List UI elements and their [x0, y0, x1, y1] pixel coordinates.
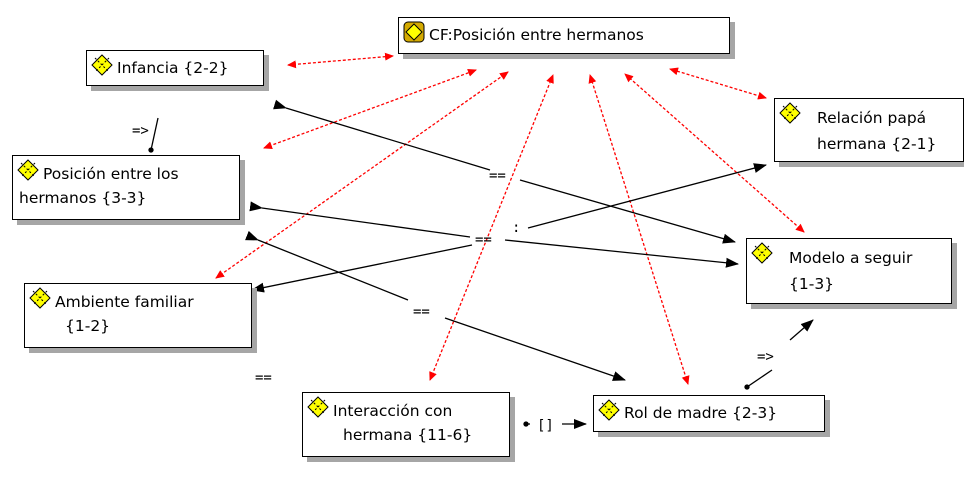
node-modelo-a-seguir[interactable]: Modelo a seguir {1-3}: [746, 238, 952, 304]
relation-edge-rol-modelo-b: [789, 319, 814, 341]
node-label-line1: Posición entre los: [43, 165, 179, 183]
code-node-icon: [751, 242, 773, 264]
relation-edge-infancia-modelo-b: [519, 179, 736, 244]
assoc-edge-infancia: [287, 52, 394, 69]
relation-edge-ambiente-relacion-b: [527, 163, 767, 229]
code-node-icon: [91, 54, 113, 76]
node-label-line2: {1-2}: [65, 317, 111, 335]
relation-edge-dot: [148, 147, 154, 153]
edge-label-ambiente-relacion: :: [512, 220, 520, 236]
relation-edge-posicion-rol-b: [444, 317, 626, 381]
node-infancia[interactable]: Infancia {2-2}: [86, 50, 264, 86]
node-label: CF:Posición entre hermanos: [429, 26, 644, 44]
node-posicion-entre-los-hermanos[interactable]: Posición entre los hermanos {3-3}: [12, 155, 240, 220]
edge-label-interaccion-rol: []: [537, 418, 554, 434]
node-cf-posicion-entre-hermanos[interactable]: CF:Posición entre hermanos: [398, 17, 730, 54]
node-relacion-papa-hermana[interactable]: Relación papá hermana {2-1}: [774, 98, 964, 162]
code-node-icon: [17, 159, 39, 181]
node-label-line1: Ambiente familiar: [55, 293, 194, 311]
node-label-line1: Modelo a seguir: [789, 249, 913, 267]
relation-edge-posicion-modelo: [249, 201, 471, 238]
code-node-icon: [29, 287, 51, 309]
node-rol-de-madre[interactable]: Rol de madre {2-3}: [593, 395, 825, 432]
network-node-icon: [403, 21, 425, 43]
relation-edge-ambiente-relacion: [251, 244, 473, 293]
node-label-line2: hermanos {3-3}: [19, 189, 147, 207]
code-node-icon: [779, 102, 801, 124]
edge-label-ambiente-interaccion: ==: [255, 370, 272, 386]
edge-label-posicion-rol: ==: [413, 304, 430, 320]
assoc-edge-rol: [588, 74, 690, 385]
node-label-line1: Relación papá: [817, 109, 927, 127]
node-label-line2: hermana {2-1}: [817, 135, 937, 153]
node-label-line2: {1-3}: [789, 275, 835, 293]
relation-edge-infancia-modelo: [273, 99, 491, 171]
assoc-edge-relacion: [669, 67, 767, 100]
code-node-icon: [307, 396, 329, 418]
node-label-line1: Interacción con: [333, 402, 453, 420]
node-label-line2: hermana {11-6}: [343, 426, 473, 444]
edge-label-rol-modelo: =>: [757, 349, 774, 365]
relation-edge-infancia-posicion: [150, 117, 159, 151]
relation-edge-posicion-rol: [245, 230, 409, 301]
edge-label-infancia-modelo: ==: [489, 168, 506, 184]
relation-edge-rol-modelo: [746, 369, 773, 388]
relation-edge-posicion-modelo-b: [504, 239, 739, 268]
node-interaccion-con-hermana[interactable]: Interacción con hermana {11-6}: [302, 392, 510, 457]
code-node-icon: [598, 399, 620, 421]
node-ambiente-familiar[interactable]: Ambiente familiar {1-2}: [24, 283, 252, 348]
relation-edge-dot: [744, 384, 750, 390]
edge-label-infancia-posicion: =>: [132, 123, 149, 139]
assoc-edge-posicion: [263, 69, 477, 149]
node-label: Rol de madre {2-3}: [624, 404, 778, 422]
node-label: Infancia {2-2}: [117, 59, 229, 77]
relation-edge-dot: [523, 421, 529, 427]
edge-label-posicion-modelo: ==: [475, 232, 492, 248]
